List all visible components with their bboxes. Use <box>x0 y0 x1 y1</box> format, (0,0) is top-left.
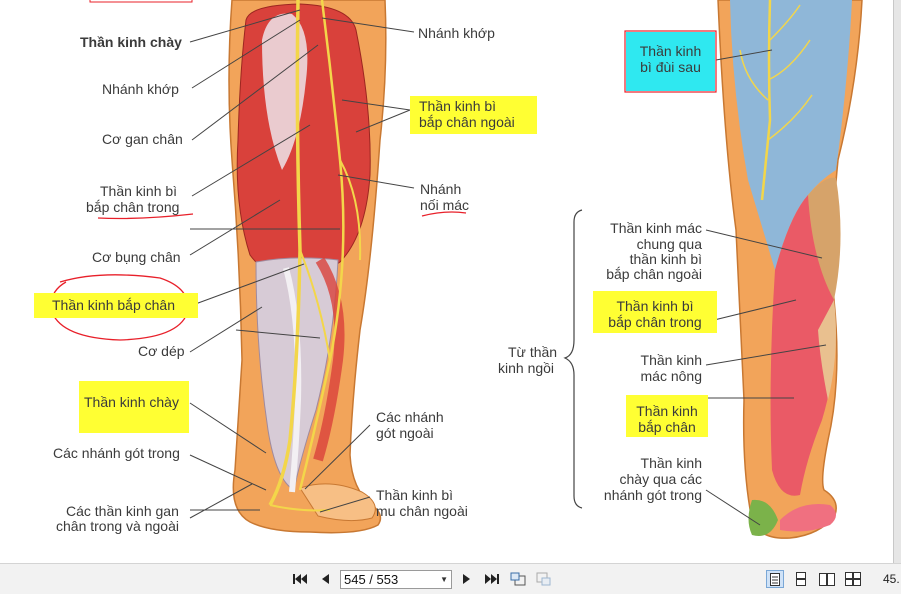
previous-page-icon <box>322 574 329 584</box>
document-page: Thần kinh chày Nhánh khớp Cơ gan chân Th… <box>34 0 863 539</box>
label-tibial-calcaneal-2: chày qua các <box>619 471 703 487</box>
label-tibial-calcaneal-3: nhánh gót trong <box>603 487 702 503</box>
label-plantar-nerves-2: chân trong và ngoài <box>56 518 179 534</box>
label-posterior-femoral-2: bì đùi sau <box>640 59 701 75</box>
label-tibial-calcaneal-1: Thần kinh <box>640 455 702 471</box>
label-lateral-sural-1: Thần kinh bì <box>419 98 497 114</box>
label-sural-2: bắp chân <box>638 419 696 435</box>
label-common-peroneal-2: chung qua <box>636 236 702 252</box>
last-page-icon <box>485 574 499 584</box>
continuous-page-icon <box>796 572 806 586</box>
right-leg-drawing <box>717 0 863 539</box>
vertical-scrollbar[interactable] <box>893 0 901 563</box>
label-plantar-nerves-1: Các thần kinh gan <box>66 503 179 519</box>
first-page-button[interactable] <box>291 570 309 588</box>
label-medial-sural-cutaneous-1: Thần kinh bì <box>100 183 178 199</box>
label-common-peroneal-3: thần kinh bì <box>629 251 702 267</box>
page-selector-value: 545 / 553 <box>344 572 399 587</box>
label-from-sciatic-2: kinh ngồi <box>498 360 555 376</box>
go-forward-button[interactable] <box>535 570 553 588</box>
label-lateral-sural-box: Thần kinh bì bắp chân ngoài <box>410 96 537 134</box>
label-common-peroneal-1: Thần kinh mác <box>610 220 702 236</box>
label-tibial-nerve-bottom: Thần kinh chày <box>79 381 189 433</box>
label-gastrocnemius: Cơ bụng chân <box>92 249 181 265</box>
label-posterior-femoral-box: Thần kinh bì đùi sau <box>626 32 715 91</box>
facing-view-button[interactable] <box>818 570 836 588</box>
label-soleus: Cơ dép <box>138 343 185 359</box>
label-medial-sural-box: Thần kinh bì bắp chân trong <box>593 291 717 333</box>
label-posterior-femoral-1: Thần kinh <box>639 43 702 59</box>
label-sural-1: Thần kinh <box>636 403 698 419</box>
label-lateral-sural-2: bắp chân ngoài <box>419 114 515 130</box>
first-page-icon <box>293 574 307 584</box>
label-plantaris-muscle: Cơ gan chân <box>102 131 183 147</box>
label-common-peroneal-4: bắp chân ngoài <box>606 266 702 282</box>
label-lateral-calcaneal-1: Các nhánh <box>376 409 444 425</box>
label-communicating-2: nối mác <box>420 197 470 213</box>
label-medial-calcaneal: Các nhánh gót trong <box>53 445 180 461</box>
label-tibial-nerve-top: Thần kinh chày <box>80 34 182 50</box>
previous-page-button[interactable] <box>316 570 334 588</box>
go-back-icon <box>510 572 526 586</box>
label-lateral-calcaneal-2: gót ngoài <box>376 425 434 441</box>
label-articular-branch-right: Nhánh khớp <box>418 25 495 41</box>
anatomy-illustration <box>50 0 863 539</box>
pdf-toolbar: 545 / 553 ▼ 45. <box>0 563 901 594</box>
label-communicating-1: Nhánh <box>420 181 462 197</box>
left-leg-drawing <box>228 0 387 534</box>
label-medial-sural-cutaneous-2: bắp chân trong <box>86 199 180 215</box>
single-page-icon <box>770 572 780 586</box>
label-medial-sural-1: Thần kinh bì <box>616 298 694 314</box>
chevron-down-icon: ▼ <box>440 575 448 584</box>
label-dorsal-lateral-2: mu chân ngoài <box>376 503 468 519</box>
go-back-button[interactable] <box>509 570 527 588</box>
next-page-icon <box>463 574 470 584</box>
label-from-sciatic-1: Từ thần <box>508 344 558 360</box>
label-sural-box: Thần kinh bắp chân <box>626 395 708 437</box>
label-dorsal-lateral-1: Thần kinh bì <box>376 487 454 503</box>
continuous-facing-icon <box>845 572 861 586</box>
label-sural-nerve: Thần kinh bắp chân <box>34 293 198 318</box>
label-medial-sural-2: bắp chân trong <box>608 314 702 330</box>
next-page-button[interactable] <box>458 570 476 588</box>
single-page-view-button[interactable] <box>766 570 784 588</box>
page-selector[interactable]: 545 / 553 ▼ <box>340 570 452 589</box>
label-articular-branch-left: Nhánh khớp <box>102 81 179 97</box>
last-page-button[interactable] <box>483 570 501 588</box>
label-superficial-peroneal-2: mác nông <box>640 368 702 384</box>
continuous-facing-view-button[interactable] <box>844 570 862 588</box>
continuous-view-button[interactable] <box>792 570 810 588</box>
label-superficial-peroneal-1: Thần kinh <box>640 352 702 368</box>
go-forward-icon <box>536 572 551 586</box>
facing-pages-icon <box>819 572 835 586</box>
zoom-level[interactable]: 45. <box>883 572 900 586</box>
